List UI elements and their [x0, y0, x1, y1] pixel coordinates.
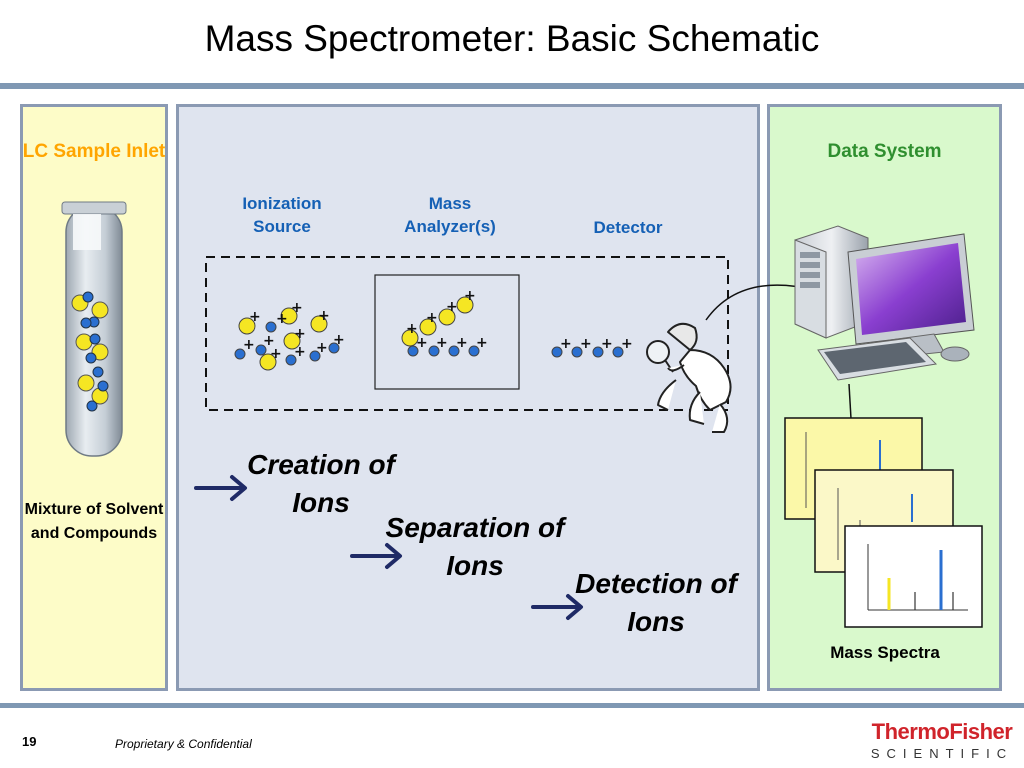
detective-icon	[646, 322, 732, 433]
svg-text:+: +	[406, 321, 418, 337]
detector-label: Detector	[593, 218, 663, 237]
step-separation-of-ions: Separation of Ions	[385, 512, 565, 581]
mass-analyzer-box	[374, 274, 520, 390]
detector-charges: + + + +	[560, 336, 633, 352]
page-number: 19	[22, 734, 37, 749]
bottom-divider	[0, 703, 1024, 708]
svg-text:+: +	[464, 288, 476, 304]
ionization-source-label: Ionization Source	[242, 194, 322, 236]
arrow-right-icon-1	[194, 475, 247, 501]
thermofisher-logo-subtitle: SCIENTIFIC	[870, 746, 1014, 761]
analyzer-charges: +++ +++ ++	[406, 288, 488, 351]
svg-text:+: +	[263, 333, 275, 349]
step-arrow-icons	[194, 475, 583, 620]
data-system-label: Data System	[827, 141, 942, 162]
svg-text:+: +	[621, 336, 633, 352]
ionization-charges: +++ +++ +++ ++	[243, 300, 345, 362]
svg-text:+: +	[476, 335, 488, 351]
thermofisher-logo: ThermoFisher	[871, 719, 1013, 744]
svg-text:+: +	[249, 309, 261, 325]
slide-title: Mass Spectrometer: Basic Schematic	[204, 18, 820, 59]
svg-text:+: +	[318, 308, 330, 324]
svg-text:+: +	[243, 337, 255, 353]
mass-analyzer-label: Mass Analyzer(s)	[404, 194, 496, 236]
mass-spectra-label: Mass Spectra	[830, 643, 940, 662]
keyboard-icon	[817, 337, 970, 381]
svg-text:+: +	[426, 310, 438, 326]
svg-text:+: +	[456, 335, 468, 351]
svg-text:+: +	[270, 346, 282, 362]
svg-text:+: +	[580, 336, 592, 352]
svg-text:+: +	[294, 344, 306, 360]
step-creation-of-ions: Creation of Ions	[247, 449, 395, 518]
svg-text:+: +	[294, 326, 306, 342]
svg-text:+: +	[560, 336, 572, 352]
test-tube-icon	[61, 201, 127, 457]
svg-text:+: +	[276, 311, 288, 327]
mixture-description: Mixture of Solvent and Compounds	[24, 501, 164, 542]
ionization-ions	[234, 307, 340, 371]
svg-text:+: +	[436, 335, 448, 351]
top-divider	[0, 83, 1024, 89]
lc-sample-inlet-label: LC Sample Inlet	[22, 141, 166, 162]
analyzer-ions	[401, 296, 480, 357]
svg-text:+: +	[316, 340, 328, 356]
detector-ions	[551, 346, 624, 358]
confidentiality-note: Proprietary & Confidential	[115, 737, 252, 751]
svg-text:+: +	[601, 336, 613, 352]
spectrometer-boundary	[205, 256, 729, 411]
arrow-right-icon-2	[350, 543, 402, 569]
svg-text:+: +	[416, 335, 428, 351]
svg-text:+: +	[333, 332, 345, 348]
spectrum-card-front	[844, 525, 983, 628]
arrow-right-icon-3	[531, 594, 583, 620]
step-detection-of-ions: Detection of Ions	[575, 568, 737, 637]
svg-text:+: +	[291, 300, 303, 316]
svg-text:+: +	[446, 299, 458, 315]
